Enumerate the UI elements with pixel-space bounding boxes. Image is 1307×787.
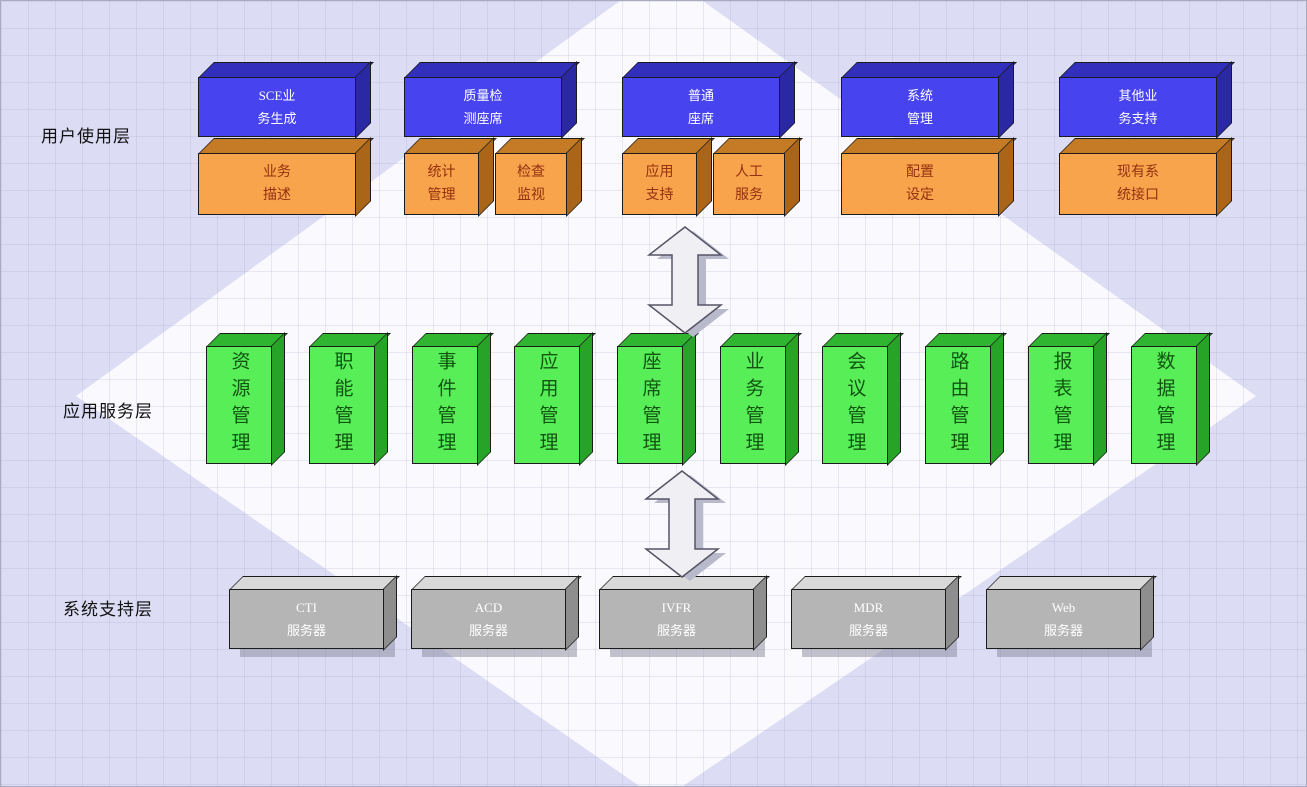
box-ivfr-server: IVFR 服务器 — [599, 589, 754, 649]
box-system-management-label: 系统 管理 — [906, 87, 933, 126]
box-check-monitoring: 检查 监视 — [495, 153, 567, 215]
box-manual-service: 人工 服务 — [713, 153, 785, 215]
box-other-business-support: 其他业 务支持 — [1059, 77, 1217, 137]
box-cti-server-label: CTI 服务器 — [286, 599, 326, 638]
box-mdr-server: MDR 服务器 — [791, 589, 946, 649]
box-normal-agent-label: 普通 座席 — [687, 87, 714, 126]
box-mdr-server-label: MDR 服务器 — [848, 599, 888, 638]
box-application-management-label: 应用管理 — [536, 351, 558, 459]
box-sce-service-generation: SCE业 务生成 — [198, 77, 356, 137]
box-routing-management-label: 路由管理 — [947, 351, 969, 459]
double-arrow-user-app-icon — [646, 226, 729, 337]
double-arrow-app-system-icon — [643, 470, 726, 581]
box-configuration-setting-label: 配置 设定 — [906, 164, 934, 203]
box-application-management: 应用管理 — [514, 346, 580, 464]
box-web-server: Web 服务器 — [986, 589, 1141, 649]
box-web-server-label: Web 服务器 — [1043, 599, 1083, 638]
box-configuration-setting: 配置 设定 — [841, 153, 999, 215]
box-quality-inspection-agent: 质量检 测座席 — [404, 77, 562, 137]
box-agent-management: 座席管理 — [617, 346, 683, 464]
box-conference-management: 会议管理 — [822, 346, 888, 464]
box-manual-service-label: 人工 服务 — [735, 164, 763, 203]
box-acd-server: ACD 服务器 — [411, 589, 566, 649]
box-resource-management: 资源管理 — [206, 346, 272, 464]
box-resource-management-label: 资源管理 — [228, 351, 250, 459]
box-report-management-label: 报表管理 — [1050, 351, 1072, 459]
box-check-monitoring-label: 检查 监视 — [517, 164, 545, 203]
box-data-management: 数据管理 — [1131, 346, 1197, 464]
box-application-support-label: 应用 支持 — [645, 164, 674, 203]
box-sce-service-generation-label: SCE业 务生成 — [257, 87, 297, 126]
box-application-support: 应用 支持 — [622, 153, 697, 215]
box-system-management: 系统 管理 — [841, 77, 999, 137]
box-existing-system-interface: 现有系 统接口 — [1059, 153, 1217, 215]
box-report-management: 报表管理 — [1028, 346, 1094, 464]
box-event-management: 事件管理 — [412, 346, 478, 464]
box-business-management-label: 业务管理 — [742, 351, 764, 459]
box-business-description-label: 业务 描述 — [263, 164, 291, 203]
box-function-management: 职能管理 — [309, 346, 375, 464]
box-statistics-management-label: 统计 管理 — [427, 164, 456, 203]
box-conference-management-label: 会议管理 — [844, 351, 866, 459]
layer-label-system: 系统支持层 — [63, 600, 153, 619]
box-acd-server-label: ACD 服务器 — [468, 599, 508, 638]
layer-label-application: 应用服务层 — [63, 402, 153, 421]
box-function-management-label: 职能管理 — [331, 351, 353, 459]
box-existing-system-interface-label: 现有系 统接口 — [1117, 164, 1159, 203]
box-business-management: 业务管理 — [720, 346, 786, 464]
layer-label-user: 用户使用层 — [41, 127, 131, 146]
box-agent-management-label: 座席管理 — [639, 351, 661, 459]
box-data-management-label: 数据管理 — [1153, 351, 1175, 459]
box-statistics-management: 统计 管理 — [404, 153, 479, 215]
box-normal-agent: 普通 座席 — [622, 77, 780, 137]
box-other-business-support-label: 其他业 务支持 — [1118, 87, 1158, 126]
box-event-management-label: 事件管理 — [434, 351, 456, 459]
box-business-description: 业务 描述 — [198, 153, 356, 215]
box-quality-inspection-agent-label: 质量检 测座席 — [463, 87, 503, 126]
box-ivfr-server-label: IVFR 服务器 — [656, 599, 696, 638]
box-cti-server: CTI 服务器 — [229, 589, 384, 649]
box-routing-management: 路由管理 — [925, 346, 991, 464]
